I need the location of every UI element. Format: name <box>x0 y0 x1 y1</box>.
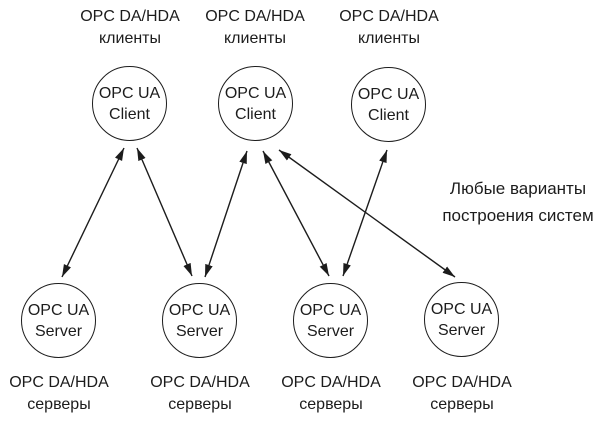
side-note-line-2: построения систем <box>442 206 594 225</box>
node-server-3: OPC UA Server <box>293 283 368 358</box>
side-note-line-1: Любые варианты <box>449 179 587 198</box>
server-group-label-3: OPC DA/HDA серверы <box>256 372 406 416</box>
client-group-label-1: OPC DA/HDA клиенты <box>55 6 205 50</box>
connection-arrow-client-2-server-2 <box>204 150 248 278</box>
server-group-label-4: OPC DA/HDA серверы <box>387 372 537 416</box>
server-group-label-3-line-2: серверы <box>299 396 363 413</box>
client-group-label-2-line-1: OPC DA/HDA <box>205 8 305 25</box>
node-server-2-line-1: OPC UA <box>168 301 231 319</box>
connection-arrow-client-1-server-1 <box>61 147 125 278</box>
server-group-label-4-line-1: OPC DA/HDA <box>412 374 512 391</box>
node-client-2-line-2: Client <box>235 105 276 123</box>
node-server-4: OPC UA Server <box>424 282 499 357</box>
server-group-label-1-line-2: серверы <box>27 396 91 413</box>
client-group-label-3: OPC DA/HDA клиенты <box>314 6 464 50</box>
connection-arrow-client-3-server-3 <box>342 149 388 277</box>
connection-arrow-client-1-server-2 <box>136 147 193 277</box>
node-client-1-line-2: Client <box>109 105 150 123</box>
server-group-label-2: OPC DA/HDA серверы <box>125 372 275 416</box>
node-server-1-line-2: Server <box>34 322 83 340</box>
node-client-1-line-1: OPC UA <box>98 84 161 102</box>
client-group-label-1-line-2: клиенты <box>98 30 161 47</box>
node-client-3-line-2: Client <box>368 106 409 124</box>
server-group-label-2-line-1: OPC DA/HDA <box>150 374 250 391</box>
client-group-label-2-line-2: клиенты <box>223 30 286 47</box>
node-client-2: OPC UA Client <box>218 66 293 141</box>
client-group-label-3-line-1: OPC DA/HDA <box>339 8 439 25</box>
node-client-2-line-1: OPC UA <box>224 84 287 102</box>
server-group-label-3-line-1: OPC DA/HDA <box>281 374 381 391</box>
connection-arrow-client-2-server-3 <box>262 150 330 277</box>
node-server-3-line-1: OPC UA <box>299 301 362 319</box>
node-server-2: OPC UA Server <box>162 283 237 358</box>
node-server-1-line-1: OPC UA <box>27 301 90 319</box>
client-group-label-1-line-1: OPC DA/HDA <box>80 8 180 25</box>
server-group-label-4-line-2: серверы <box>430 396 494 413</box>
node-client-3-line-1: OPC UA <box>357 85 420 103</box>
node-client-1: OPC UA Client <box>92 66 167 141</box>
server-group-label-2-line-2: серверы <box>168 396 232 413</box>
node-server-4-line-1: OPC UA <box>430 300 493 318</box>
edges-group <box>61 147 456 278</box>
node-client-3: OPC UA Client <box>351 67 426 142</box>
node-server-2-line-2: Server <box>175 322 224 340</box>
client-group-label-3-line-2: клиенты <box>357 30 420 47</box>
node-server-3-line-2: Server <box>306 322 355 340</box>
server-group-label-1: OPC DA/HDA серверы <box>0 372 134 416</box>
node-server-4-line-2: Server <box>437 321 486 339</box>
client-group-label-2: OPC DA/HDA клиенты <box>180 6 330 50</box>
server-group-label-1-line-1: OPC DA/HDA <box>9 374 109 391</box>
side-note: Любые варианты построения систем <box>428 175 600 229</box>
node-server-1: OPC UA Server <box>21 283 96 358</box>
